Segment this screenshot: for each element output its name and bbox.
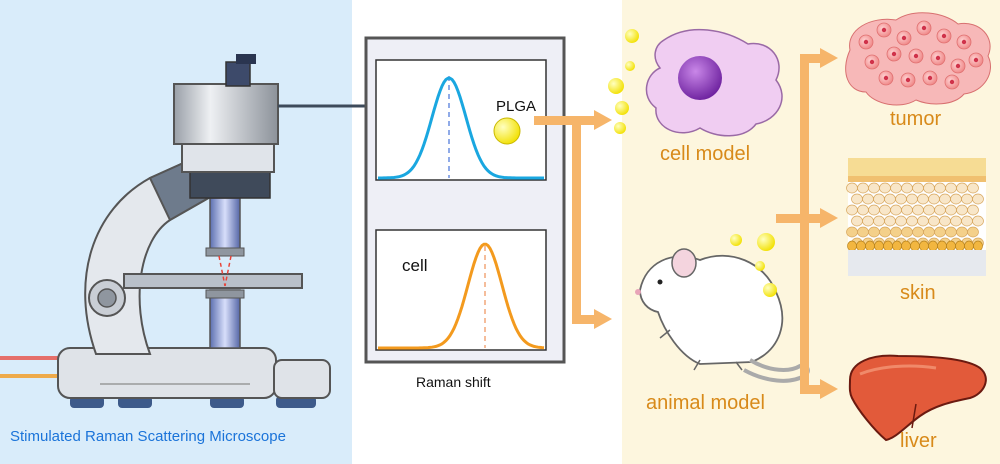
macrophage-cell-icon — [645, 28, 783, 137]
tumor-label: tumor — [890, 108, 942, 130]
microscope-caption: Stimulated Raman Scattering Microscope — [10, 428, 286, 445]
liver-icon — [848, 354, 987, 442]
plga-label: PLGA — [496, 98, 537, 115]
animal-model-label: animal model — [646, 392, 765, 414]
microscope-icon — [0, 54, 331, 408]
flow-arrows-right — [776, 48, 838, 399]
cell-label: cell — [402, 256, 428, 275]
spectra-panel — [364, 36, 566, 364]
skin-label: skin — [900, 282, 936, 304]
liver-label: liver — [900, 430, 937, 452]
plga-spectrum-curve — [378, 76, 544, 180]
spectrum-cell-box — [375, 229, 547, 351]
skin-layers-icon — [846, 158, 986, 276]
plga-particles-cell — [608, 29, 639, 134]
mouse-icon — [635, 248, 810, 383]
plga-particles-animal — [730, 233, 777, 297]
tumor-tissue-icon — [845, 12, 991, 106]
cell-model-label: cell model — [660, 143, 751, 165]
plga-particle-icon — [493, 117, 521, 145]
raman-shift-label: Raman shift — [416, 374, 491, 390]
flow-arrows-left — [534, 110, 612, 329]
cell-spectrum-curve — [378, 242, 545, 350]
spectrum-plga-box — [375, 59, 547, 181]
